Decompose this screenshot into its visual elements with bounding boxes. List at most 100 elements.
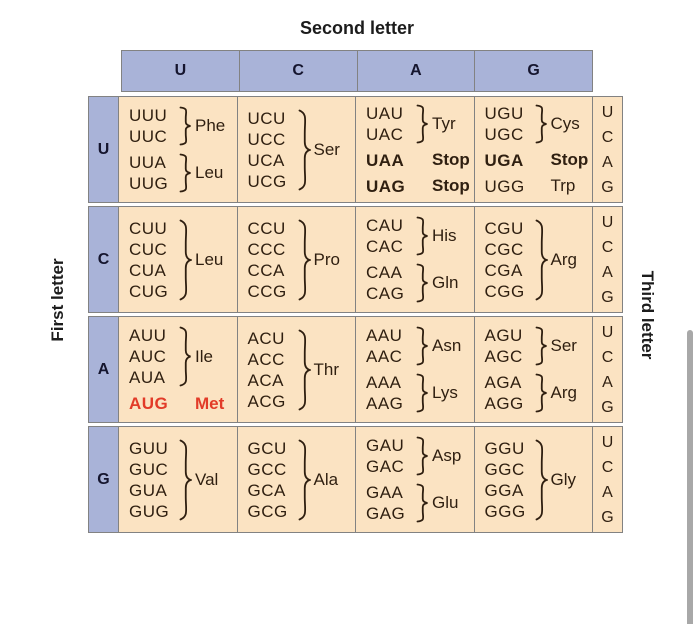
codon-ACG: ACG — [247, 391, 286, 411]
grouping-brace — [535, 326, 547, 366]
codon-CCC: CCC — [247, 239, 286, 259]
codon-GGG: GGG — [484, 501, 526, 521]
codon-CAC: CAC — [366, 237, 404, 256]
codon-UCU: UCU — [247, 108, 286, 128]
codon-UUU: UUU — [129, 106, 168, 125]
grouping-brace — [416, 326, 428, 366]
codon-GAC: GAC — [366, 457, 405, 476]
codon-list: UAG — [366, 176, 416, 197]
codon-CGA: CGA — [484, 260, 523, 280]
amino-acid-label: Leu — [195, 163, 224, 182]
codon-list: CAA CAG — [366, 262, 416, 304]
codon-UGC: UGC — [484, 124, 524, 144]
codon-GAA: GAA — [366, 483, 404, 502]
third-letter-G: G — [601, 508, 614, 526]
codon-AGA: AGA — [484, 373, 522, 392]
amino-acid-label: Asn — [432, 336, 462, 355]
grouping-brace — [416, 436, 428, 476]
codon-UUC: UUC — [129, 127, 168, 146]
second-letter-G: G — [474, 51, 592, 91]
codon-UGG: UGG — [484, 176, 525, 196]
codon-AUU: AUU — [129, 326, 167, 345]
third-letter-U: U — [601, 103, 614, 121]
amino-acid-label: Phe — [195, 116, 226, 135]
codon-UAA: UAA — [366, 150, 405, 170]
amino-acid-label: Ser — [313, 139, 340, 159]
grouping-brace — [416, 373, 428, 413]
codon-list: UAA — [366, 150, 416, 171]
grouping-brace — [179, 106, 191, 146]
codon-list: UGG — [485, 176, 535, 197]
amino-acid-label: Ser — [550, 336, 577, 355]
codon-list: UUU UUC — [129, 105, 179, 147]
grouping-brace — [179, 219, 192, 300]
grouping-brace — [298, 219, 311, 300]
codon-ACC: ACC — [247, 349, 285, 369]
amino-acid-label: His — [432, 226, 457, 245]
amino-acid-label: Arg — [550, 383, 577, 402]
codon-UCC: UCC — [247, 129, 286, 149]
codon-UCG: UCG — [247, 171, 287, 191]
third-letter-G: G — [601, 398, 614, 416]
grouping-brace — [535, 439, 548, 520]
first-letter-U: U — [89, 97, 119, 202]
second-letter-label: Second letter — [299, 18, 415, 38]
codon-AUG: AUG — [129, 394, 169, 413]
amino-acid-label: Val — [195, 469, 219, 489]
codon-CCU: CCU — [247, 218, 286, 238]
codon-CAA: CAA — [366, 263, 403, 282]
codon-AAA: AAA — [366, 373, 402, 392]
codon-UAC: UAC — [366, 124, 404, 144]
codon-GGU: GGU — [484, 438, 525, 458]
amino-acid-label: Glu — [432, 493, 459, 512]
codon-ACA: ACA — [247, 370, 284, 390]
codon-CUA: CUA — [129, 260, 167, 280]
codon-CAG: CAG — [366, 284, 405, 303]
codon-AAG: AAG — [366, 394, 404, 413]
scrollbar-thumb[interactable] — [687, 330, 693, 624]
grouping-brace — [416, 104, 428, 143]
codon-group: UUU UUC Phe — [129, 105, 237, 147]
second-letter-C: C — [238, 51, 357, 91]
codon-ACU: ACU — [247, 328, 285, 348]
first-letter-A: A — [89, 317, 119, 422]
